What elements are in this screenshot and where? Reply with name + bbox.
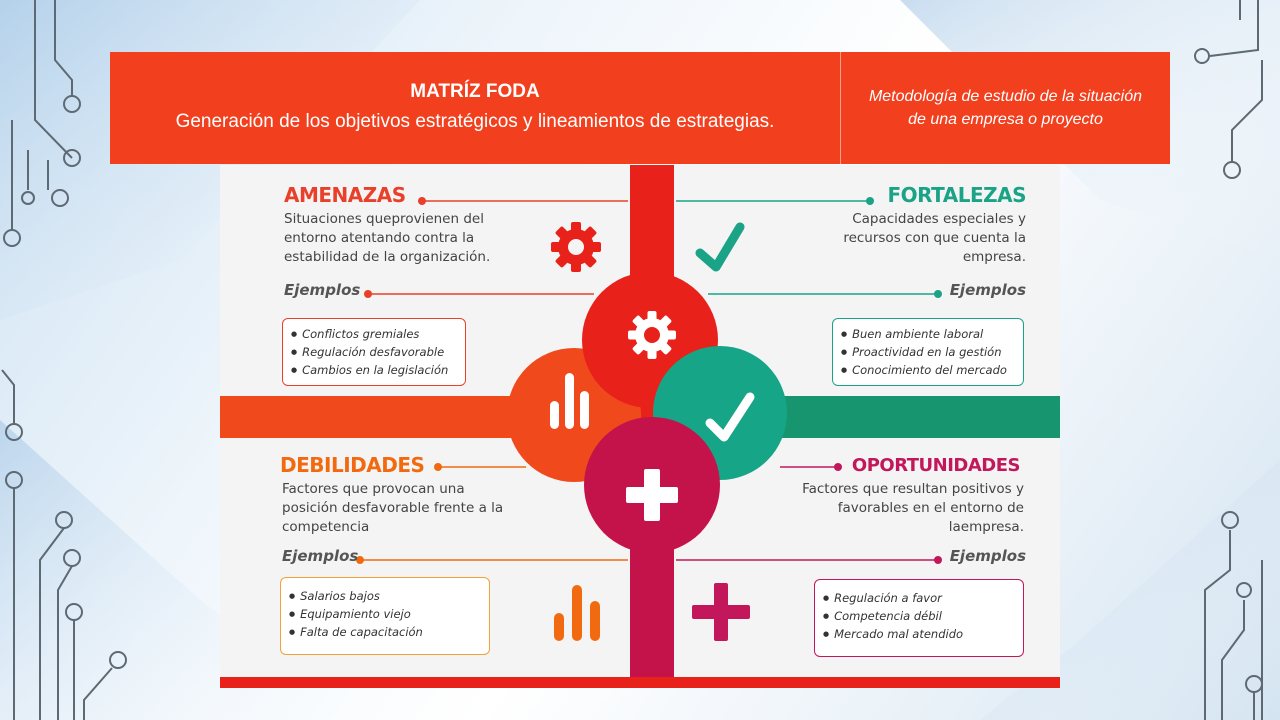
- plus-icon: [626, 469, 678, 521]
- debilidades-examples-label: Ejemplos: [282, 547, 359, 565]
- header-banner: MATRÍZ FODA Generación de los objetivos …: [110, 52, 1170, 164]
- debilidades-desc: Factores que provocan una posición desfa…: [282, 481, 504, 535]
- header-note: Metodología de estudio de la situación d…: [868, 88, 1143, 128]
- list-item: Mercado mal atendido: [823, 625, 1015, 643]
- gear-icon: [551, 222, 601, 272]
- bar-chart-icon: [554, 585, 600, 641]
- debilidades-examples-box: Salarios bajos Equipamiento viejo Falta …: [280, 577, 490, 655]
- oportunidades-examples-box: Regulación a favor Competencia débil Mer…: [814, 579, 1024, 657]
- oportunidades-title: OPORTUNIDADES: [851, 455, 1021, 476]
- list-item: Falta de capacitación: [289, 623, 481, 641]
- fortalezas-examples-label: Ejemplos: [949, 281, 1026, 299]
- list-item: Competencia débil: [823, 607, 1015, 625]
- list-item: Regulación a favor: [823, 589, 1015, 607]
- amenazas-desc: Situaciones queprovienen del entorno ate…: [284, 211, 491, 265]
- check-icon: [695, 222, 745, 272]
- header-main: MATRÍZ FODA Generación de los objetivos …: [110, 52, 841, 164]
- list-item: Equipamiento viejo: [289, 605, 481, 623]
- oportunidades-desc: Factores que resultan positivos y favora…: [802, 481, 1024, 535]
- amenazas-title: AMENAZAS: [284, 183, 406, 207]
- list-item: Cambios en la legislación: [291, 361, 457, 379]
- list-item: Proactividad en la gestión: [841, 343, 1015, 361]
- list-item: Salarios bajos: [289, 587, 481, 605]
- list-item: Conocimiento del mercado: [841, 361, 1015, 379]
- bar-chart-icon: [550, 373, 589, 429]
- debilidades-title: DEBILIDADES: [280, 453, 425, 477]
- check-icon: [705, 392, 755, 442]
- amenazas-examples-box: Conflictos gremiales Regulación desfavor…: [282, 318, 466, 386]
- fortalezas-desc: Capacidades especiales y recursos con qu…: [843, 211, 1026, 265]
- header-subtitle: Generación de los objetivos estratégicos…: [175, 111, 775, 132]
- oportunidades-examples-label: Ejemplos: [949, 547, 1026, 565]
- header-title: MATRÍZ FODA: [410, 81, 540, 102]
- list-item: Conflictos gremiales: [291, 325, 457, 343]
- list-item: Buen ambiente laboral: [841, 325, 1015, 343]
- fortalezas-examples-box: Buen ambiente laboral Proactividad en la…: [832, 318, 1024, 386]
- gear-icon: [628, 311, 676, 359]
- list-item: Regulación desfavorable: [291, 343, 457, 361]
- amenazas-examples-label: Ejemplos: [284, 281, 361, 299]
- plus-icon: [692, 583, 750, 641]
- foda-infographic: AMENAZAS Situaciones queprovienen del en…: [220, 165, 1060, 688]
- fortalezas-title: FORTALEZAS: [887, 183, 1026, 207]
- infographic-art: [220, 165, 1060, 688]
